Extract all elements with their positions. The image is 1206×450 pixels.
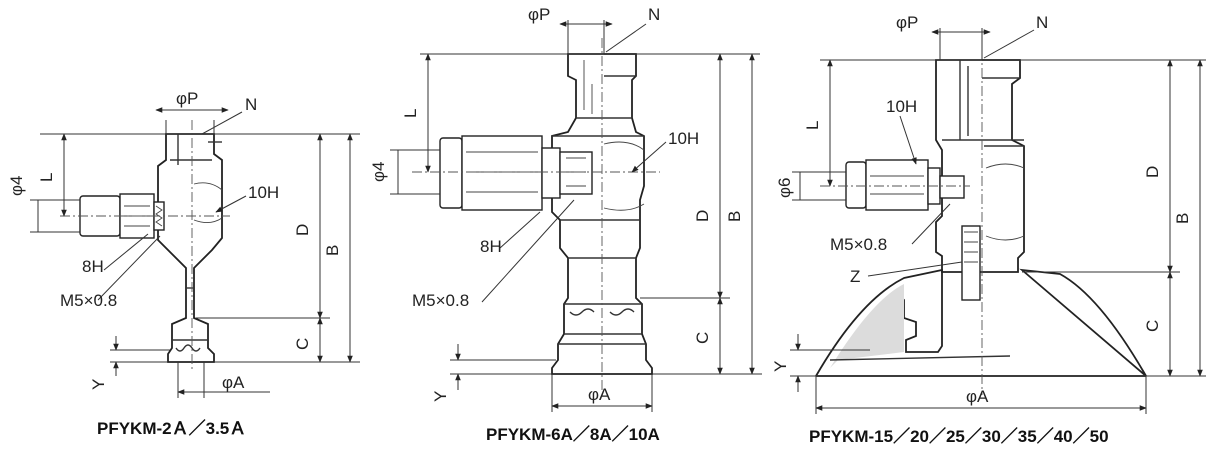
caption-small: PFYKM-2Ａ／3.5Ａ (97, 418, 246, 438)
label-y-medium: Y (431, 391, 450, 402)
label-a-large: φA (966, 387, 989, 406)
figure-small: φP N L φ4 10H 8H M5×0.8 D C B Y φA PFYK (7, 89, 360, 438)
label-hex8-small: 8H (82, 257, 104, 276)
caption-large: PFYKM-15／20／25／30／35／40／50 (809, 426, 1109, 446)
label-c-large: C (1143, 320, 1162, 332)
label-hex10-small: 10H (248, 183, 279, 202)
label-n-medium: N (648, 5, 660, 24)
label-b-large: B (1173, 213, 1192, 224)
label-tube-medium: φ4 (369, 162, 388, 182)
label-thread-small: M5×0.8 (60, 291, 117, 310)
label-n-small: N (245, 95, 257, 114)
label-b-medium: B (725, 211, 744, 222)
label-a-small: φA (222, 373, 245, 392)
label-a-medium: φA (588, 385, 611, 404)
fitting-medium (439, 135, 593, 211)
label-d-small: D (293, 224, 312, 236)
label-thread-medium: M5×0.8 (412, 291, 469, 310)
label-y-small: Y (89, 379, 108, 390)
pad-body-large (815, 59, 1147, 377)
label-hex8-medium: 8H (480, 237, 502, 256)
label-n-large: N (1036, 13, 1048, 32)
label-l-small: L (37, 173, 56, 182)
label-p-medium: φP (528, 5, 550, 24)
label-tube-large: φ6 (775, 178, 794, 198)
figure-medium: φP N L φ4 10H 8H M5×0.8 D C B Y φA PFYK (369, 5, 762, 444)
label-y-large: Y (771, 361, 790, 372)
label-hex10-large: 10H (886, 97, 917, 116)
label-z-large: Z (850, 267, 860, 286)
label-tube-small: φ4 (7, 176, 26, 196)
label-p-large: φP (896, 13, 918, 32)
fitting-large (845, 159, 965, 211)
figure-large: φP N L φ6 10H M5×0.8 Z D C B Y φA PFYKM (771, 13, 1206, 446)
label-thread-large: M5×0.8 (830, 235, 887, 254)
label-c-small: C (293, 338, 312, 350)
label-b-small: B (323, 245, 342, 256)
label-hex10-medium: 10H (668, 129, 699, 148)
label-p-small: φP (176, 89, 198, 108)
pad-body-small (157, 133, 223, 363)
caption-medium: PFYKM-6A／8A／10A (486, 424, 660, 444)
label-l-large: L (803, 121, 822, 130)
label-d-large: D (1143, 166, 1162, 178)
label-l-medium: L (401, 109, 420, 118)
label-d-medium: D (693, 210, 712, 222)
label-c-medium: C (693, 332, 712, 344)
